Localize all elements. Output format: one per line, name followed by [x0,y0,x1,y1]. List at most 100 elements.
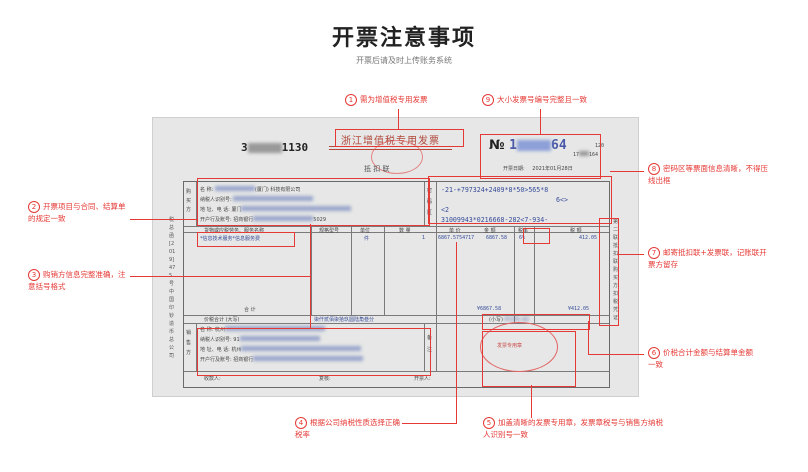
invoice-number-head: 1 [509,138,517,153]
seller-bank-blur [253,356,364,361]
seal-text: 发票专用章 [497,343,523,349]
buyer-block: 名 称: (厦门) 科技有限公司 纳税人识别号: 地 址、电 话: 厦门 开户行… [200,185,352,225]
seller-name-label: 名 称: [200,327,214,333]
annotation-7-text: 邮寄抵扣联+发票联，记账联开票方留存 [648,248,767,269]
cipher-area: -21-+797324+2409*8*50>565*8 6<> <2 31009… [441,185,568,225]
buyer-side-label: 购买方 [186,189,192,213]
page-subtitle: 开票后请及时上传账务系统 [356,56,452,65]
buyer-bank-label: 开户行及账号: [200,217,232,223]
goods-header: 货物或应税劳务、服务名称 [204,228,265,234]
seller-addr-row: 地 址、电 话: 杭州 [200,345,363,355]
annotation-5-text: 加盖清晰的发票专用章，发票章税号与销售方纳税人识别号一致 [483,418,663,439]
line-1 [398,109,399,129]
line-4-vertical [456,242,457,423]
seller-addr: 杭州 [231,347,242,353]
line-5 [531,385,532,418]
price-value: 6867.5754717 [438,235,475,241]
invoice-side-text: 税总函 [2019] 475号 中国印钞造币总公司 [169,217,176,359]
right-vertical-text: 第二联 抵扣联 购买方扣税凭证 [613,219,619,321]
buyer-tax-label: 纳税人识别号: [200,197,232,203]
annotation-1-text: 需为增值税专用发票 [360,95,428,104]
seller-bank: 招商银行 [233,357,254,363]
line-4 [402,423,457,424]
unit-value: 件 [364,236,370,242]
invoice-number-small-b: 164 [589,152,599,158]
invoice-number-blur [517,140,551,151]
annot-box-3 [197,178,430,226]
invoice-number: № 1 64 [489,138,567,153]
seller-bank-row: 开户行及账号: 招商银行 [200,355,364,365]
tax-bureau-seal [371,140,423,174]
annotation-3-number: 3 [28,269,40,281]
invoice-number-small-bottom: 17 164 [573,151,598,158]
buyer-addr-blur [241,206,352,211]
buyer-tax-row: 纳税人识别号: [200,195,351,205]
annotation-6-text: 价税合计金额与结算单金额一致 [648,348,753,369]
buyer-addr: 厦门 [231,207,242,213]
date-label: 开票日期: [503,166,525,172]
annot-box-8 [428,176,612,224]
tax-value: 412.05 [579,235,598,241]
remarks-label: 备注 [427,335,433,353]
annot-box-2 [197,232,295,247]
annotation-1-number: 1 [345,94,357,106]
seller-tax-blur [239,336,320,341]
line-6-vertical [588,321,589,354]
line-7 [617,254,644,255]
reviewer-label: 复核: [319,376,331,382]
grand-cn: 柒仟贰佰柒拾玖圆陆角叁分 [314,317,375,323]
annot-box-1 [335,129,464,147]
qty-value: 1 [422,235,426,241]
invoice-number-small-a: 17 [573,152,580,158]
qty-header: 数 量 [399,228,411,234]
invoice-number-small-top: 120 [595,143,605,149]
invoice-code-tail: 1130 [281,141,309,154]
annotation-5-number: 5 [483,417,495,429]
grand-label: 价税合计 (大写) [204,317,240,323]
price-header: 单 价 [449,228,461,234]
annotation-8-number: 8 [648,163,660,175]
buyer-name-row: 名 称: (厦门) 科技有限公司 [200,185,351,195]
buyer-addr-row: 地 址、电 话: 厦门 [200,205,352,215]
invoice-copy-label: 抵 扣 联 [364,165,390,173]
line-8 [610,171,644,172]
seller-tax: 91 [233,337,240,343]
line-3 [130,276,310,277]
date-value: 2021年01月28日 [532,166,573,172]
seller-addr-label: 地 址、电 话: [200,347,230,353]
unit-header: 单位 [360,228,371,234]
annotation-7-number: 7 [648,247,660,259]
line-6 [588,354,644,355]
cipher-line-3: <2 [441,206,449,214]
invoice-number-tail: 64 [551,138,567,153]
annot-box-3b [197,328,431,376]
annot-box-4 [523,228,550,244]
invoice-number-small-blur [579,151,590,156]
buyer-bank: 招商银行 [233,217,254,223]
buyer-bank-blur [253,216,314,221]
annotation-9-text: 大小发票号编号完整且一致 [497,95,587,104]
invoice-code-head: 3 [241,141,248,154]
buyer-name-label: 名 称: [200,187,214,193]
annotation-2-number: 2 [28,201,40,213]
seller-addr-blur [241,346,362,351]
annotation-2-text: 开票项目与合同、结算单的规定一致 [28,202,126,223]
spec-header: 规格型号 [319,228,340,234]
payee-label: 收款人: [204,376,221,382]
total-label: 合 计 [244,307,256,313]
annotation-8-text: 密码区等票面信息清晰，不得压线出框 [648,164,768,185]
invoice-number-prefix: № [489,138,505,153]
line-3-vertical [310,224,311,328]
buyer-tax-blur [233,196,314,201]
annotation-6-number: 6 [648,347,660,359]
total-tax: ¥412.05 [568,306,590,312]
annot-box-6 [482,314,590,330]
invoice-date: 开票日期: 2021年01月28日 [503,165,573,172]
